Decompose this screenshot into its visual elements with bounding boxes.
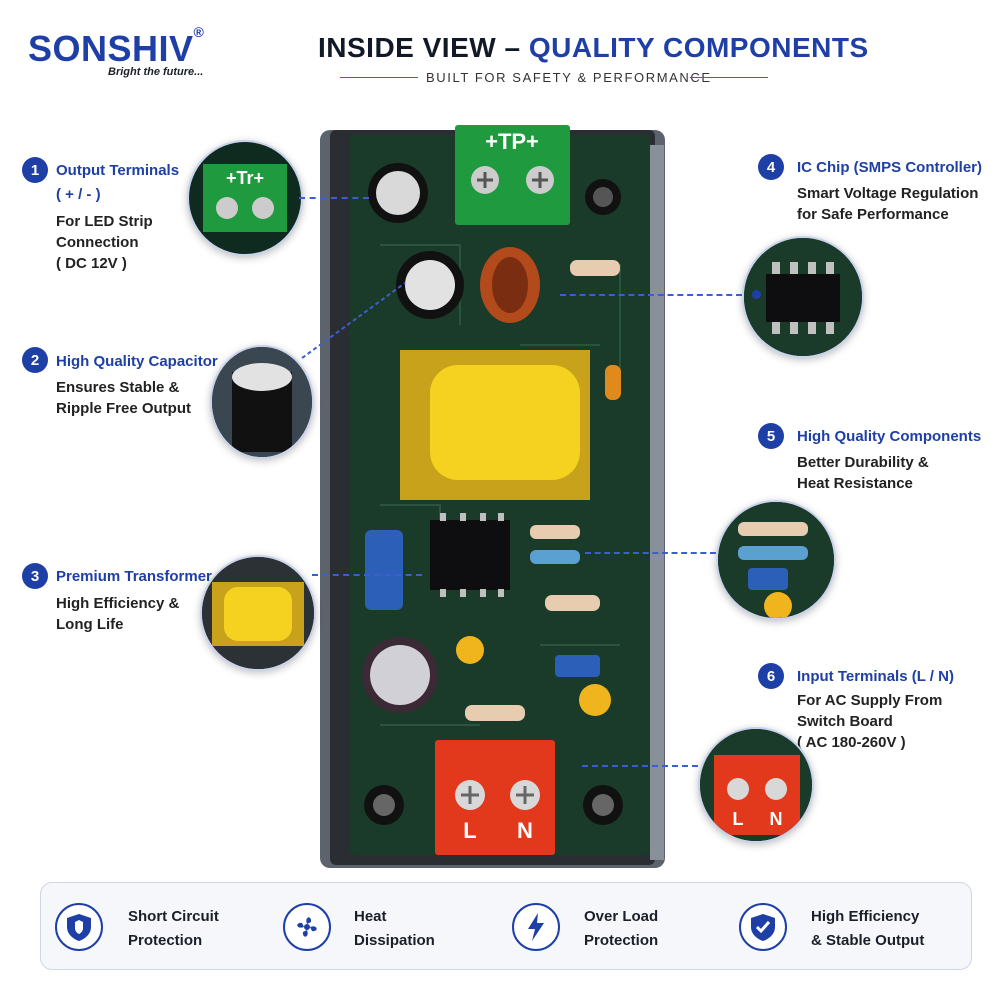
feature-6-title: Input Terminals (L / N) (797, 668, 954, 685)
brand-name: SONSHIV (28, 28, 194, 69)
page-title: INSIDE VIEW – QUALITY COMPONENTS (318, 32, 869, 64)
feature-4-dot (752, 290, 761, 299)
title-blue: QUALITY COMPONENTS (528, 32, 869, 63)
feature-1-zoom: +Tr+ (187, 140, 303, 256)
subtitle-line-right (690, 77, 768, 78)
benefit-3-label: Over Load Protection (584, 908, 659, 949)
brand-logo: SONSHIV® (28, 24, 204, 70)
feature-2-title: High Quality Capacitor (56, 353, 218, 370)
bottom-terminal-l-label: L (463, 818, 476, 843)
feature-6-zoom: L N (698, 727, 814, 843)
zoom-terminal-label: +Tr+ (226, 168, 264, 188)
shield-icon (55, 903, 103, 951)
feature-4-zoom (742, 236, 864, 358)
brand-tagline: Bright the future... (108, 66, 204, 78)
feature-3-title: Premium Transformer (56, 568, 212, 585)
feature-5-title: High Quality Components (797, 428, 982, 445)
feature-4-title: IC Chip (SMPS Controller) (797, 159, 982, 176)
feature-5-leader (585, 552, 716, 554)
benefit-2-label: Heat Dissipation (354, 908, 435, 949)
benefit-4-label: High Efficiency & Stable Output (811, 908, 925, 949)
bottom-terminal-n-label: N (517, 818, 533, 843)
lightning-icon (512, 903, 560, 951)
feature-1-leader (299, 197, 369, 199)
feature-5-zoom (716, 500, 836, 620)
feature-3-leader (312, 574, 422, 576)
top-terminal-label: +TP+ (485, 129, 539, 154)
feature-3-number: 3 (22, 563, 48, 589)
feature-4-number: 4 (758, 154, 784, 180)
pcb-board-photo: +TP+ L N (320, 125, 665, 868)
benefit-1-label: Short Circuit Protection (128, 908, 219, 949)
shield-check-icon (739, 903, 787, 951)
feature-1-number: 1 (22, 157, 48, 183)
feature-1-title2: ( + / - ) (56, 186, 101, 203)
subtitle-line-left (340, 77, 418, 78)
feature-1-title: Output Terminals (56, 162, 180, 179)
screws (364, 179, 623, 825)
feature-6-number: 6 (758, 663, 784, 689)
feature-6-desc: For AC Supply From Switch Board ( AC 180… (797, 692, 943, 751)
feature-5-number: 5 (758, 423, 784, 449)
feature-2-leader (301, 282, 406, 359)
feature-4-desc: Smart Voltage Regulation for Safe Perfor… (797, 185, 979, 223)
page-subtitle: BUILT FOR SAFETY & PERFORMANCE (426, 70, 712, 85)
feature-3-desc: High Efficiency & Long Life (56, 595, 180, 633)
feature-3-zoom (200, 555, 316, 671)
feature-1-desc: For LED Strip Connection ( DC 12V ) (56, 213, 153, 272)
registered-mark: ® (193, 24, 205, 40)
benefits-bar (40, 882, 972, 970)
zoom-n-label: N (770, 809, 783, 829)
feature-4-leader (560, 294, 742, 296)
feature-2-desc: Ensures Stable & Ripple Free Output (56, 379, 191, 417)
feature-2-zoom (210, 345, 314, 459)
feature-2-number: 2 (22, 347, 48, 373)
fan-icon (283, 903, 331, 951)
feature-6-leader (582, 765, 698, 767)
title-dark: INSIDE VIEW – (318, 32, 529, 63)
zoom-l-label: L (733, 809, 744, 829)
feature-5-desc: Better Durability & Heat Resistance (797, 454, 929, 492)
